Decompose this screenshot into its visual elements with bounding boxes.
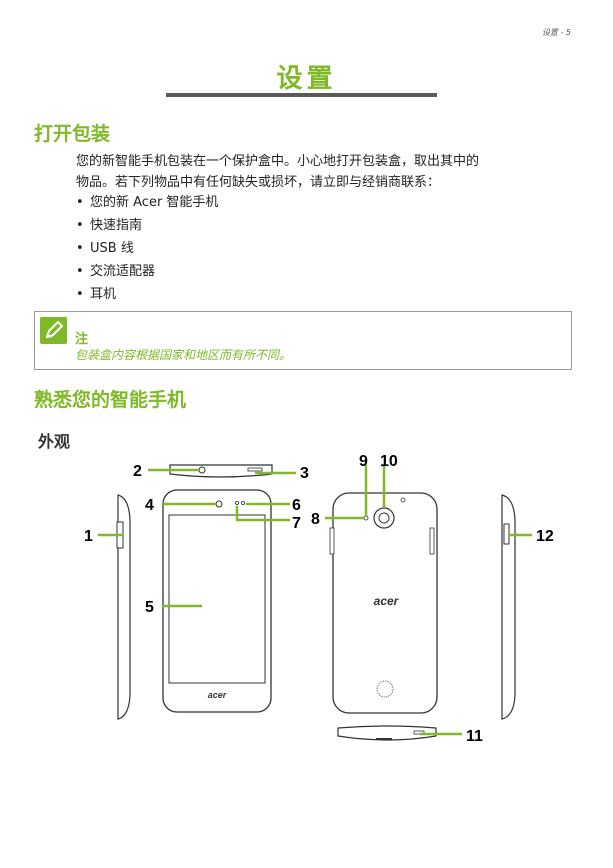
callout-5: 5 bbox=[145, 599, 154, 616]
phone-bottom-view: 11 bbox=[337, 725, 483, 745]
page-header-label: 设置 - 5 bbox=[541, 28, 571, 37]
phone-left-side-view: 1 bbox=[84, 494, 131, 720]
certification-mark bbox=[376, 680, 394, 698]
phone-top-view: 2 3 bbox=[133, 463, 309, 482]
list-item: 您的新 Acer 智能手机 bbox=[76, 191, 218, 214]
callout-8: 8 bbox=[311, 511, 320, 528]
list-item: 交流适配器 bbox=[76, 260, 218, 283]
callout-4: 4 bbox=[145, 497, 154, 514]
callout-7: 7 bbox=[292, 515, 301, 532]
pencil-icon bbox=[40, 317, 67, 344]
page-title: 设置 bbox=[276, 64, 337, 94]
callout-6: 6 bbox=[292, 497, 301, 514]
list-item: USB 线 bbox=[76, 237, 218, 260]
unpacking-paragraph: 您的新智能手机包装在一个保护盒中。小心地打开包装盒，取出其中的 物品。若下列物品… bbox=[76, 151, 581, 193]
back-logo: acer bbox=[374, 594, 400, 608]
phone-front-view: acer 4 6 7 5 bbox=[145, 489, 301, 713]
package-contents-list: 您的新 Acer 智能手机 快速指南 USB 线 交流适配器 耳机 bbox=[76, 191, 218, 306]
callout-11: 11 bbox=[466, 728, 483, 745]
callout-12: 12 bbox=[536, 528, 554, 545]
callout-2: 2 bbox=[133, 463, 142, 480]
section-heading-unpacking: 打开包装 bbox=[34, 123, 111, 145]
phone-right-side-view: 12 bbox=[501, 494, 554, 720]
phone-back-view: acer 9 10 8 bbox=[311, 453, 438, 714]
section-heading-know-phone: 熟悉您的智能手机 bbox=[34, 389, 187, 411]
title-underline bbox=[166, 93, 437, 97]
callout-10: 10 bbox=[380, 453, 398, 470]
callout-1: 1 bbox=[84, 528, 93, 545]
list-item: 快速指南 bbox=[76, 214, 218, 237]
paragraph-line: 您的新智能手机包装在一个保护盒中。小心地打开包装盒，取出其中的 bbox=[76, 154, 480, 169]
note-title: 注 bbox=[75, 332, 89, 347]
list-item: 耳机 bbox=[76, 283, 218, 306]
front-logo: acer bbox=[208, 690, 227, 700]
subheading-appearance: 外观 bbox=[38, 432, 71, 451]
note-text: 包装盒内容根据国家和地区而有所不同。 bbox=[75, 348, 292, 362]
callout-9: 9 bbox=[359, 453, 368, 470]
paragraph-line: 物品。若下列物品中有任何缺失或损坏，请立即与经销商联系： bbox=[76, 175, 441, 190]
note-box: 注 包装盒内容根据国家和地区而有所不同。 bbox=[34, 311, 572, 370]
phone-diagram: 1 2 3 acer 4 6 7 5 acer bbox=[84, 453, 554, 745]
callout-3: 3 bbox=[300, 465, 309, 482]
